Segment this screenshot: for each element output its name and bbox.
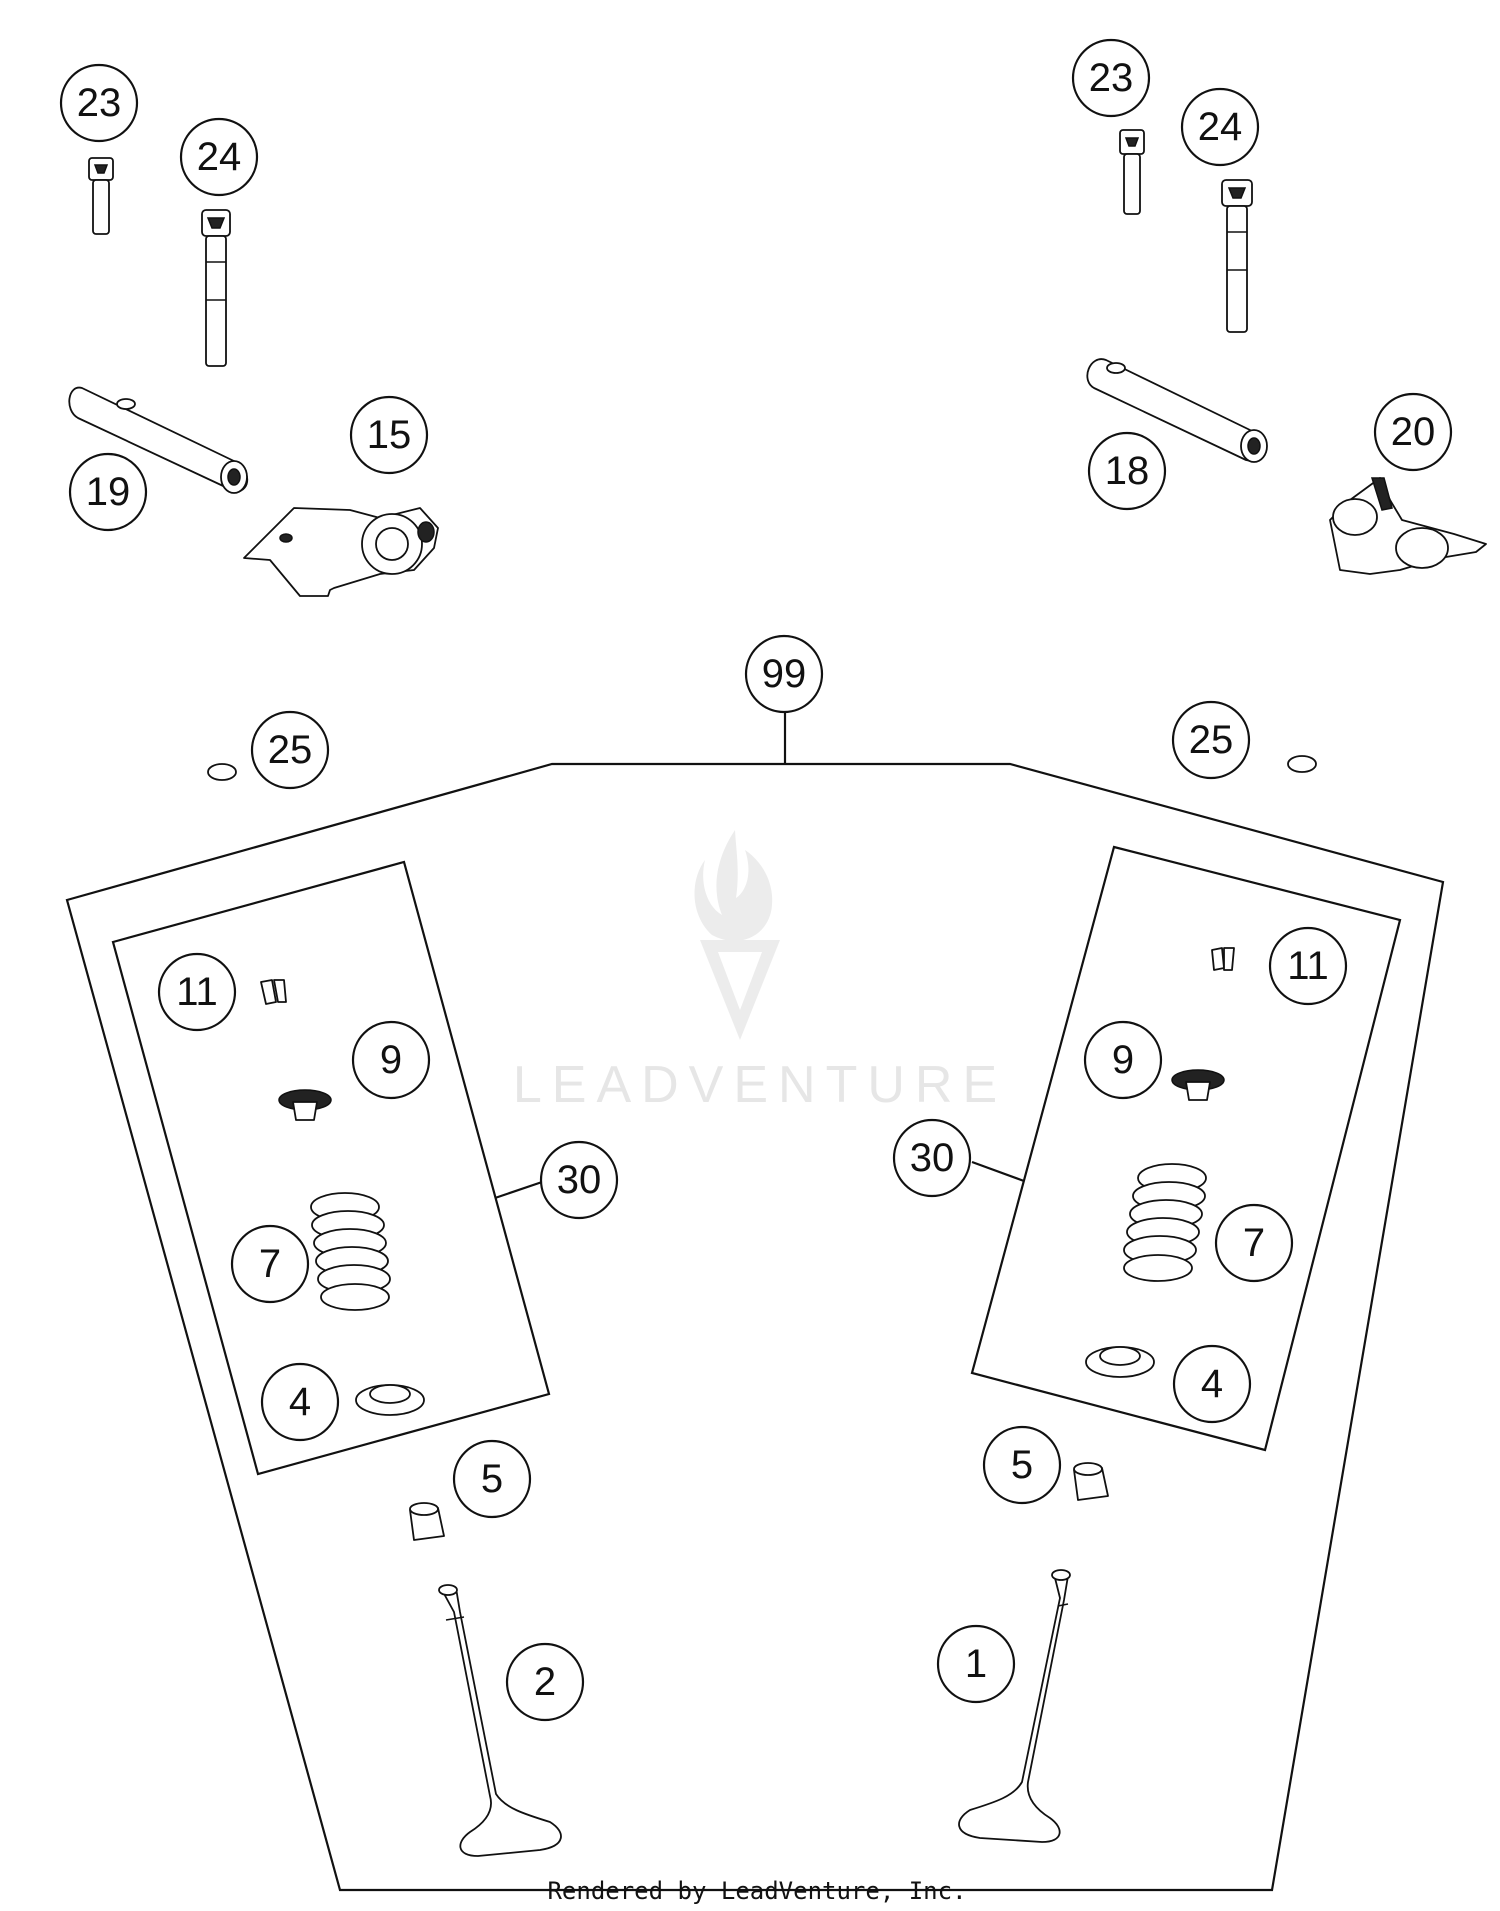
svg-text:30: 30 [557,1158,602,1202]
svg-text:30: 30 [910,1136,955,1180]
svg-text:24: 24 [1198,105,1243,149]
svg-text:99: 99 [762,652,807,696]
svg-text:25: 25 [268,728,313,772]
callout-30-left: 30 [539,1140,619,1220]
callout-30-right: 30 [892,1118,972,1198]
svg-text:19: 19 [86,470,131,514]
svg-text:24: 24 [197,135,242,179]
part-spring-7-right [1123,1163,1207,1282]
callout-9-left: 9 [351,1020,431,1100]
callout-20: 20 [1373,392,1453,472]
svg-text:11: 11 [1287,944,1329,988]
part-retainer-9-right [1171,1069,1225,1101]
kit-30-left-leader-line [494,1179,546,1200]
part-seat-4-left [355,1384,425,1416]
part-bolt-24-right [1221,179,1253,333]
callout-24-right: 24 [1180,87,1260,167]
svg-text:5: 5 [1011,1443,1033,1487]
kit-30-right-outline [970,845,1402,1452]
callout-9-right: 9 [1083,1020,1163,1100]
watermark-flame-icon [694,830,773,941]
kit-frames [65,712,1445,1892]
svg-text:20: 20 [1391,410,1436,454]
part-rocker-arm-20 [1329,477,1487,575]
part-keeper-11-right [1211,947,1235,971]
callout-5-right: 5 [982,1425,1062,1505]
svg-text:15: 15 [367,413,412,457]
kit-30-left-outline [111,860,551,1476]
callouts: 23 24 19 15 23 24 18 20 99 25 25 11 9 30… [59,38,1453,1722]
part-spring-7-left [310,1192,391,1311]
callout-4-left: 4 [260,1362,340,1442]
callout-1: 1 [936,1624,1016,1704]
svg-text:2: 2 [534,1660,556,1704]
callout-4-right: 4 [1172,1344,1252,1424]
svg-text:4: 4 [1201,1362,1223,1406]
svg-text:7: 7 [259,1242,281,1286]
part-shim-25-right [1287,755,1317,773]
svg-text:9: 9 [1112,1038,1134,1082]
callout-7-right: 7 [1214,1203,1294,1283]
callout-25-left: 25 [250,710,330,790]
callout-2: 2 [505,1642,585,1722]
watermark-brand-text: LEADVENTURE [513,1056,1007,1114]
part-seal-5-left [409,1502,445,1541]
svg-text:23: 23 [1089,56,1134,100]
watermark: LEADVENTURE [513,830,1007,1114]
part-seal-5-right [1073,1462,1109,1501]
callout-23-left: 23 [59,63,139,143]
callout-11-right: 11 [1268,926,1348,1006]
svg-text:9: 9 [380,1038,402,1082]
svg-text:25: 25 [1189,718,1234,762]
part-valve-2 [438,1584,562,1857]
kit-30-right-leader-line [971,1160,1025,1183]
callout-99: 99 [744,634,824,714]
svg-text:5: 5 [481,1457,503,1501]
kit-99-outline [65,762,1445,1892]
part-shaft-18 [1086,358,1268,463]
callout-5-left: 5 [452,1439,532,1519]
callout-25-right: 25 [1171,700,1251,780]
svg-text:18: 18 [1105,449,1150,493]
callout-15: 15 [349,395,429,475]
part-valve-1 [958,1569,1071,1843]
part-keeper-11-left [260,979,287,1005]
part-shaft-19 [68,386,249,494]
part-seat-4-right [1085,1346,1155,1378]
svg-text:23: 23 [77,81,122,125]
part-screw-23-left [88,157,114,235]
svg-text:11: 11 [176,970,218,1014]
callout-23-right: 23 [1071,38,1151,118]
part-retainer-9-left [278,1089,332,1121]
part-screw-23-right [1119,129,1145,215]
svg-text:4: 4 [289,1380,311,1424]
footer-credit: Rendered by LeadVenture, Inc. [547,1877,966,1905]
part-bolt-24-left [201,209,231,367]
svg-text:1: 1 [965,1642,987,1686]
callout-18: 18 [1087,431,1167,511]
svg-text:7: 7 [1243,1221,1265,1265]
part-rocker-arm-15 [243,507,439,597]
part-shim-25-left [207,763,237,781]
callout-7-left: 7 [230,1224,310,1304]
watermark-v-logo-icon [700,940,780,1040]
callout-19: 19 [68,452,148,532]
callout-24-left: 24 [179,117,259,197]
callout-11-left: 11 [157,952,237,1032]
